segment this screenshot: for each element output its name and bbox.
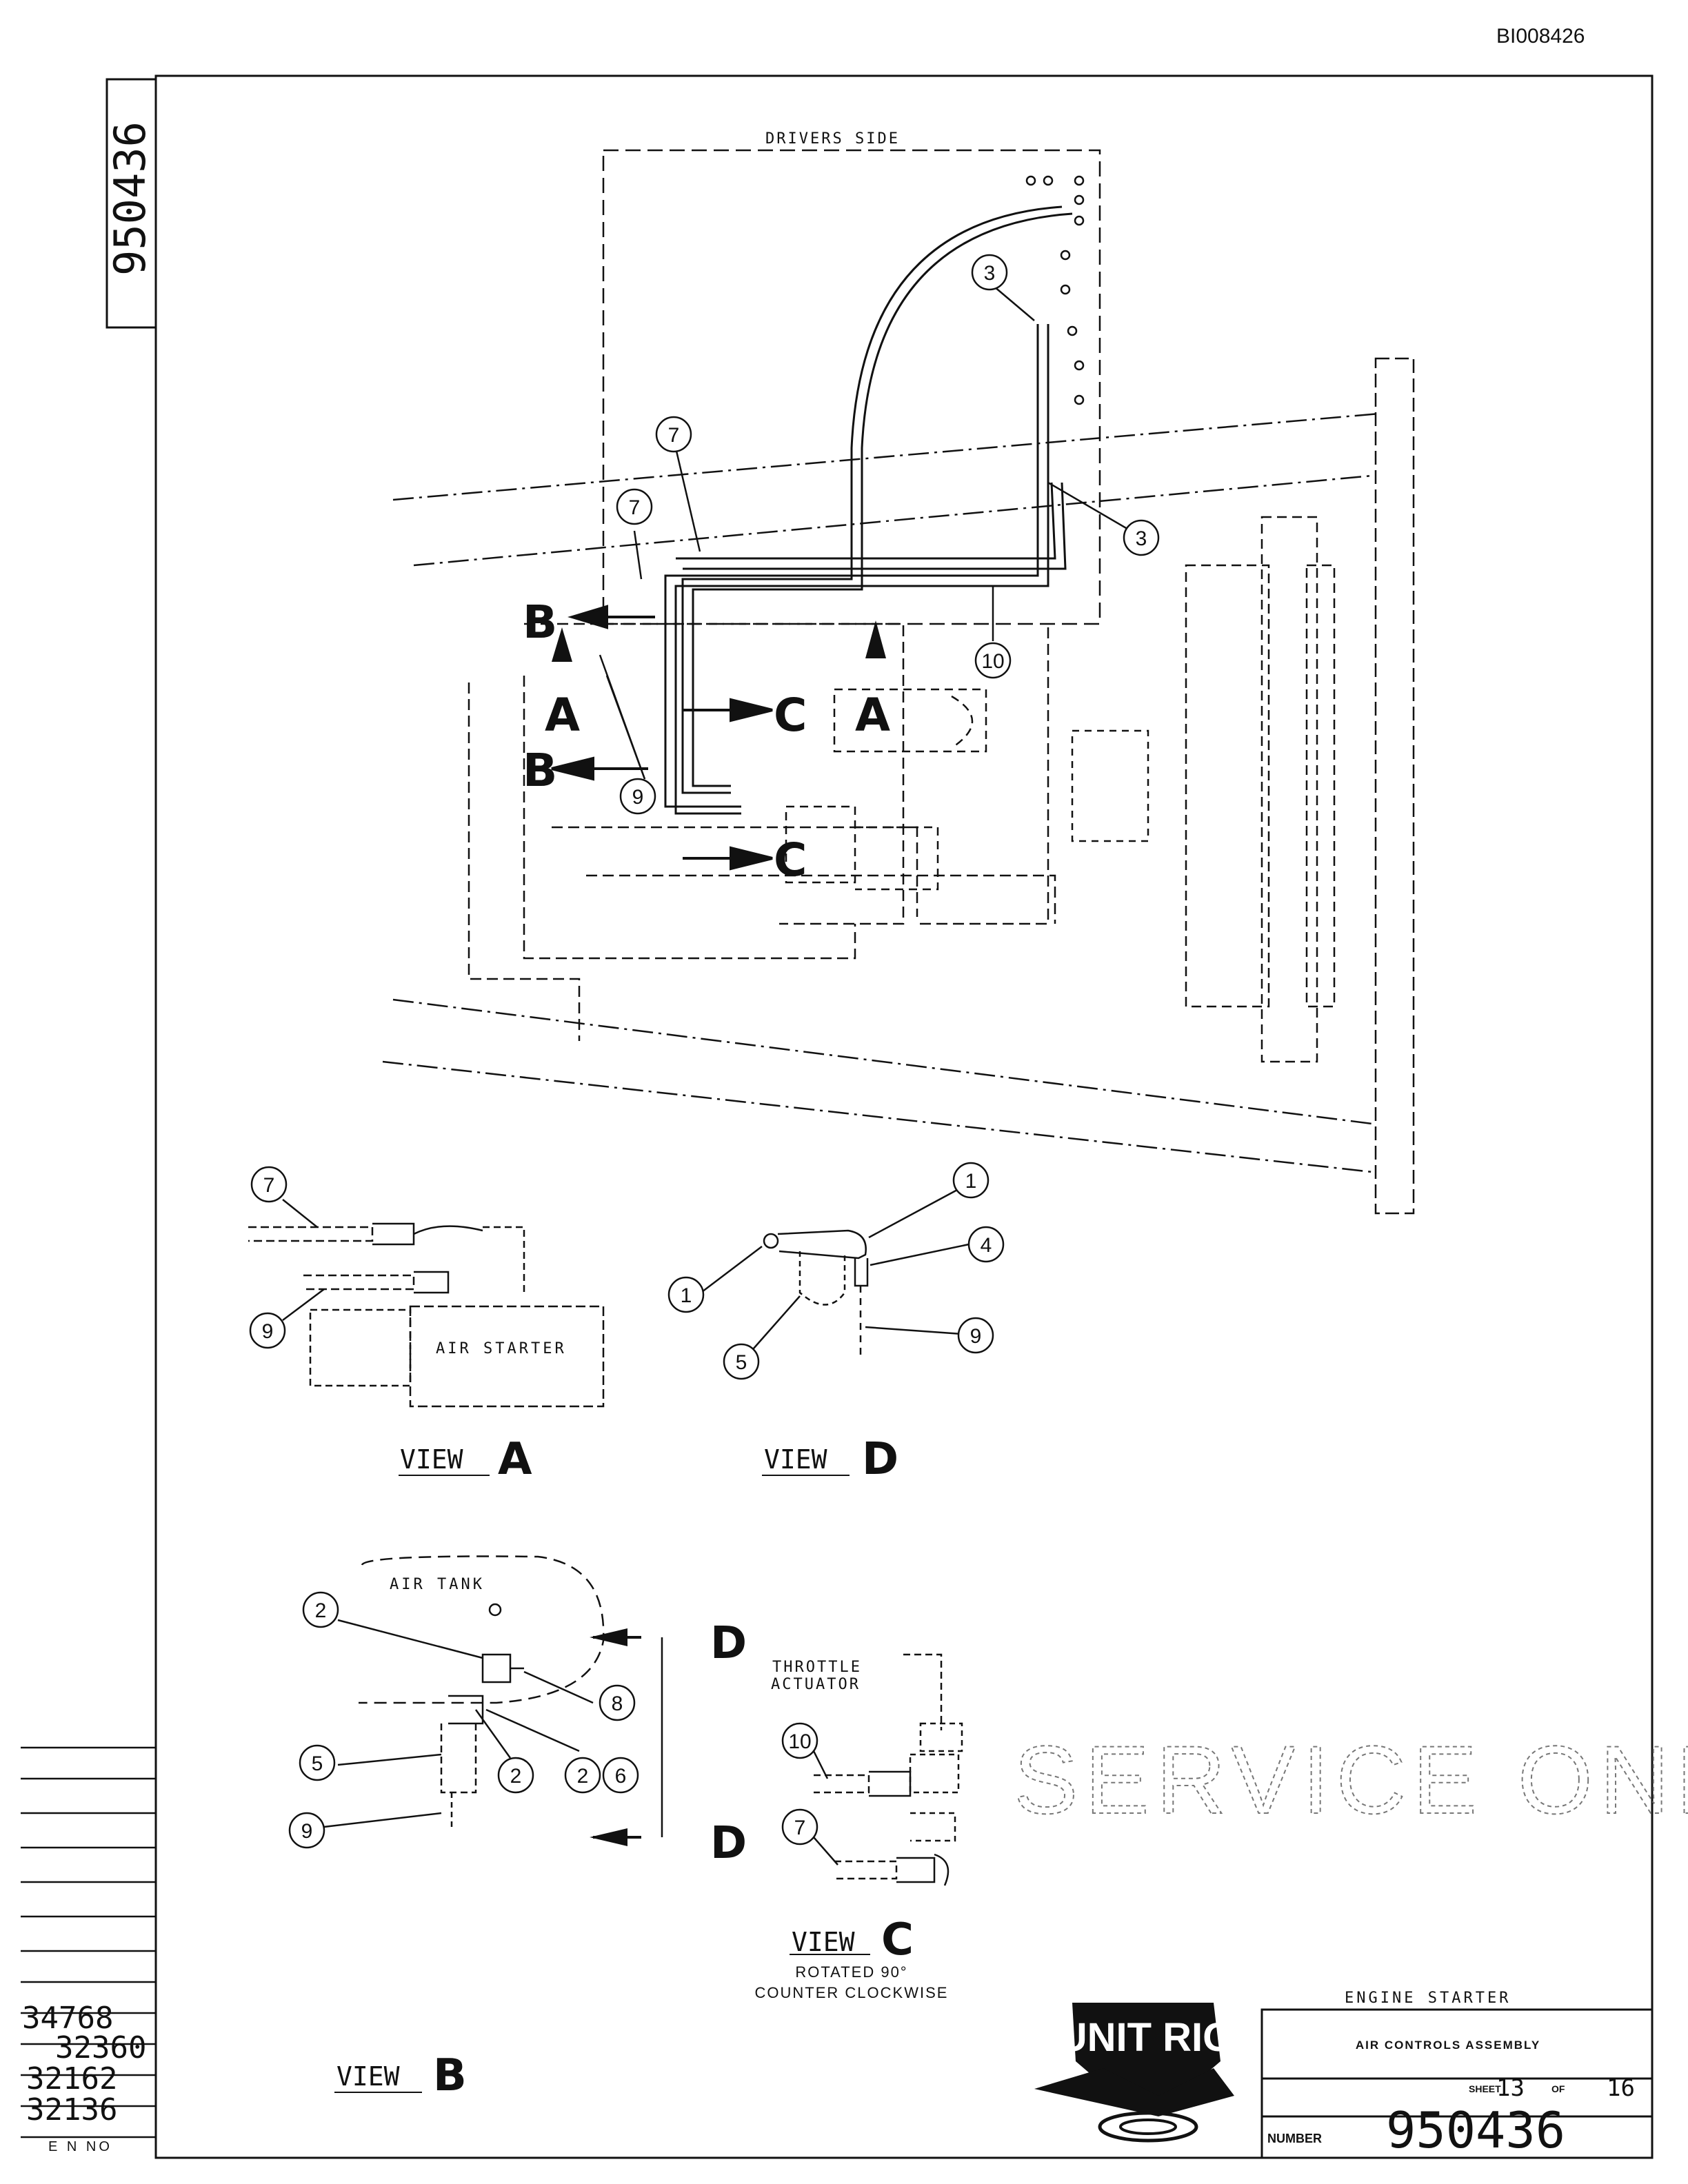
title-block-sheet-total: 16	[1607, 2074, 1635, 2102]
view-c-title: VIEW	[792, 1927, 855, 1957]
title-block	[1260, 2008, 1654, 2159]
view-d-letter: D	[862, 1434, 898, 1485]
view-c-balloons	[781, 1722, 818, 1846]
document-id: BI008426	[1496, 25, 1585, 48]
view-b-d-marker-top: D	[710, 1618, 747, 1669]
title-block-sheet-label: SHEET	[1469, 2083, 1501, 2094]
view-d-balloon-9: 9	[970, 1325, 982, 1348]
view-b-title: VIEW	[336, 2061, 400, 2092]
balloon-10: 10	[981, 650, 1004, 673]
view-b-balloons	[288, 1591, 639, 1849]
section-markers: B A B C A C	[523, 596, 890, 887]
view-b-balloon-2-right: 2	[577, 1765, 589, 1788]
balloon-9: 9	[632, 786, 644, 809]
view-c-note-line1: ROTATED 90°	[795, 1963, 907, 1981]
view-b-letter: B	[433, 2050, 467, 2101]
revision-en-3: 32162	[26, 2061, 117, 2096]
revision-en-2: 32360	[55, 2030, 146, 2065]
view-d-balloon-5: 5	[736, 1351, 747, 1374]
view-a-drawing	[248, 1199, 605, 1408]
service-only-watermark: SERVICE ONLY	[1014, 1726, 1688, 1834]
section-marker-b-bottom: B	[523, 744, 557, 797]
section-marker-c-bottom: C	[774, 833, 807, 887]
view-c-balloon-7: 7	[794, 1817, 806, 1839]
view-c-note-line2: COUNTER CLOCKWISE	[755, 1984, 949, 2001]
balloon-7-lower: 7	[629, 496, 641, 519]
title-block-sheet-number: 13	[1496, 2074, 1525, 2102]
view-b-balloon-2-lower: 2	[510, 1765, 522, 1788]
revision-table	[21, 1746, 156, 2138]
unit-rig-logo: UNIT RIG	[1034, 2003, 1234, 2143]
title-block-number-label: NUMBER	[1267, 2132, 1322, 2145]
view-b-balloon-2-top: 2	[315, 1599, 327, 1622]
section-marker-a-right: A	[855, 689, 890, 742]
logo-text: UNIT RIG	[1058, 2015, 1234, 2060]
main-assembly-view	[382, 149, 1415, 1215]
view-a-title: VIEW	[400, 1444, 463, 1475]
view-b-balloon-5: 5	[312, 1752, 323, 1775]
view-a-balloons	[249, 1166, 288, 1349]
view-d-drawing	[696, 1188, 969, 1358]
revision-en-4: 32136	[26, 2092, 117, 2127]
vertical-number-box	[106, 78, 157, 329]
revision-en-1: 34768	[22, 2001, 113, 2036]
title-block-of-label: OF	[1551, 2083, 1565, 2094]
drivers-side-label: DRIVERS SIDE	[765, 130, 900, 148]
view-b-air-tank-label: AIR TANK	[390, 1576, 485, 1593]
view-d-balloon-4: 4	[981, 1234, 992, 1257]
view-c-letter: C	[881, 1914, 914, 1965]
title-block-title: AIR CONTROLS ASSEMBLY	[1356, 2039, 1540, 2052]
view-b-d-marker-bottom: D	[710, 1818, 747, 1869]
view-c-balloon-10: 10	[788, 1730, 811, 1753]
view-d-title: VIEW	[764, 1444, 827, 1475]
view-c-actuator-line2: ACTUATOR	[771, 1676, 861, 1693]
view-c-drawing	[812, 1653, 963, 1886]
balloon-3-lower: 3	[1136, 527, 1147, 550]
view-c-actuator-line1: THROTTLE	[772, 1659, 862, 1676]
view-d-balloons	[667, 1162, 1005, 1380]
revision-header-label: E N NO	[48, 2139, 112, 2154]
view-b-balloon-8: 8	[612, 1692, 623, 1715]
view-a-air-starter-label: AIR STARTER	[436, 1340, 567, 1357]
drawing-border	[154, 74, 1654, 2159]
view-a-balloon-7: 7	[263, 1174, 275, 1197]
view-a-balloon-9: 9	[262, 1320, 274, 1343]
title-block-drawing-number: 950436	[1386, 2101, 1565, 2159]
balloon-3-upper: 3	[984, 262, 996, 285]
balloon-7-upper: 7	[668, 424, 680, 447]
view-b-drawing	[323, 1555, 663, 1839]
section-marker-c-top: C	[774, 689, 807, 742]
main-balloons	[616, 254, 1160, 815]
view-b-balloon-6: 6	[615, 1765, 627, 1788]
view-d-balloon-1-left: 1	[681, 1284, 692, 1307]
view-d-balloon-1-right: 1	[965, 1170, 977, 1193]
section-marker-a-left: A	[545, 689, 580, 742]
view-b-balloon-9: 9	[301, 1820, 313, 1843]
view-a-letter: A	[498, 1434, 532, 1485]
section-marker-b-top: B	[523, 596, 557, 649]
vertical-drawing-number: 950436	[105, 121, 155, 276]
title-block-project: ENGINE STARTER	[1345, 1990, 1511, 2007]
